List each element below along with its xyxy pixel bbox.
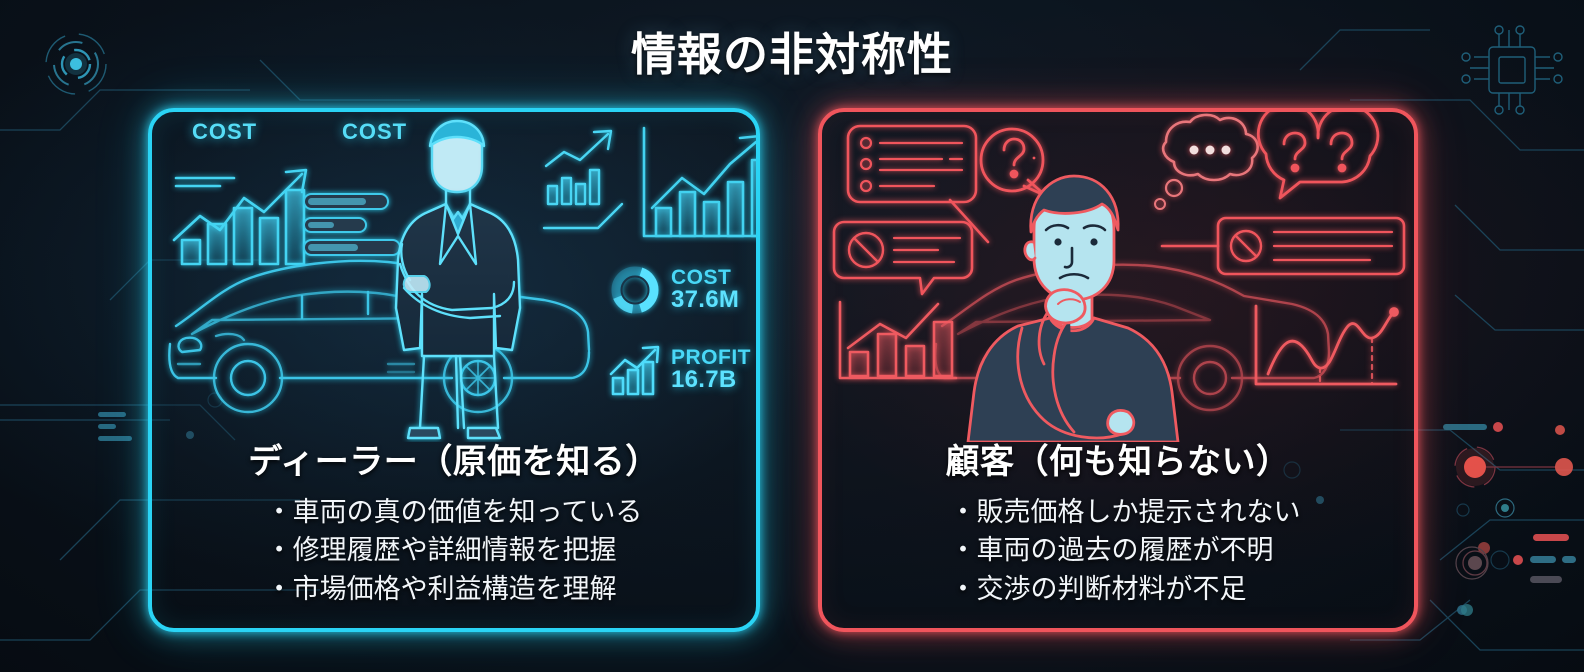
bar-growth-icon [609,345,660,396]
progress-bars-icon [303,193,401,256]
customer-text-block: 顧客（何も知らない） 販売価格しか提示されない 車両の過去の履歴が不明 交渉の判… [822,434,1414,608]
speech-bubble-list-icon [846,124,990,244]
thought-bubble-ellipsis-icon [1154,113,1259,210]
kpi-profit-label: PROFIT [671,346,751,370]
double-question-bubble-icon [1256,112,1380,200]
cost-tag-left: COST [192,119,258,144]
small-bar-chart-arrow-icon [542,129,624,230]
dealer-bullet-list: 車両の真の価値を知っている 修理履歴や詳細情報を把握 市場価格や利益構造を理解 [266,493,643,608]
kpi-cost-label: COST [671,266,732,290]
customer-art-svg [832,112,1406,442]
dealer-text-block: ディーラー（原価を知る） 車両の真の価値を知っている 修理履歴や詳細情報を把握 … [152,434,756,608]
donut-chart-icon [611,266,659,314]
blocked-speech-bubble-icon [832,220,974,296]
circuit-node-dots [1454,425,1573,616]
kpi-profit-value: 16.7B [671,366,737,394]
list-item: 市場価格や利益構造を理解 [266,570,643,608]
line-chart-dotted-icon [1254,304,1399,386]
data-bars [98,412,132,441]
list-item: 販売価格しか提示されない [950,493,1301,531]
list-item: 交渉の判断材料が不足 [950,570,1301,608]
framed-bar-chart-icon [642,126,756,238]
blocked-info-panel-icon [1160,216,1406,276]
customer-panel: 顧客（何も知らない） 販売価格しか提示されない 車両の過去の履歴が不明 交渉の判… [818,108,1418,632]
list-item: 車両の過去の履歴が不明 [950,531,1301,569]
dealer-art-svg [168,119,756,440]
businessman-arms-crossed-icon [394,119,522,440]
bar-chart-up-arrow-icon [172,168,308,266]
dealer-heading: ディーラー（原価を知る） [248,443,660,481]
kpi-cost-value: 37.6M [671,286,740,314]
data-bars [1443,422,1576,583]
list-item: 修理履歴や詳細情報を把握 [266,531,643,569]
dealer-panel: COST COST COST 37.6M [148,108,760,632]
kpi-profit: PROFIT 16.7B [607,344,751,396]
page-title: 情報の非対称性 [630,29,953,80]
cost-tag-right: COST [342,119,408,144]
list-item: 車両の真の価値を知っている [266,493,643,531]
kpi-cost: COST 37.6M [607,262,739,318]
question-mark-bubble-icon [979,127,1048,198]
confused-customer-icon [966,174,1180,442]
car-outline-icon [168,259,591,414]
dealer-artwork: COST COST COST 37.6M [152,112,756,442]
customer-artwork [822,112,1414,442]
customer-heading: 顧客（何も知らない） [945,443,1291,481]
bar-chart-icon [838,300,958,380]
customer-bullet-list: 販売価格しか提示されない 車両の過去の履歴が不明 交渉の判断材料が不足 [936,493,1301,608]
